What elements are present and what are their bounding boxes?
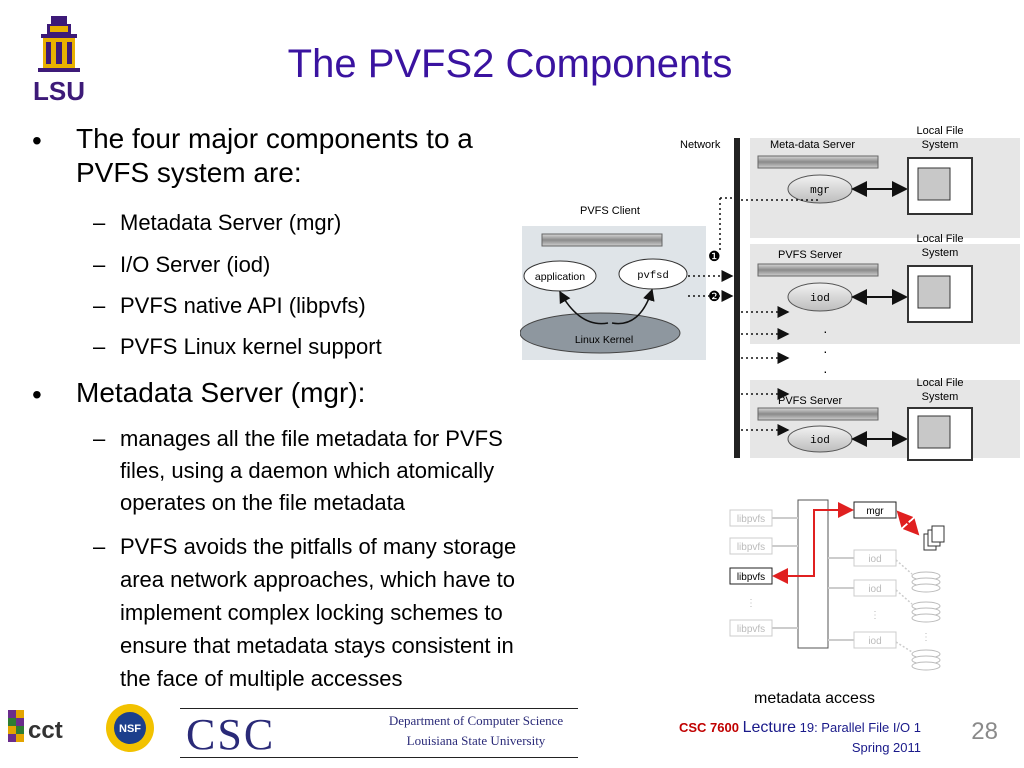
bullet-1-line-1: The four major components to a [76, 123, 473, 154]
bullet-2-line-1: Metadata Server (mgr): [76, 377, 366, 408]
sub-paragraph-2-line-3: implement complex locking schemes to [120, 600, 503, 625]
local-fs-label-line1: Local File [916, 233, 963, 245]
csc-banner: CSC Department of Computer Science Louis… [180, 708, 578, 759]
local-fs-label-line2: System [922, 247, 959, 259]
local-fs-label-line1: Local File [916, 125, 963, 137]
iod-label: iod [868, 554, 881, 565]
metadata-access-path [772, 502, 854, 584]
dash-glyph: – [93, 334, 106, 359]
iod-node-1-label: iod [810, 293, 830, 305]
linux-kernel-label: Linux Kernel [575, 334, 633, 346]
link [895, 559, 913, 575]
ellipsis-dot: ⋮ [921, 632, 931, 643]
pvfsd-kernel-arrow [611, 288, 655, 325]
iod-label: iod [868, 636, 881, 647]
sub-item-iod: I/O Server (iod) [120, 252, 271, 277]
ellipsis-dot: ⋮ [746, 598, 756, 609]
lsu-logo: LSU [33, 16, 85, 106]
server-rack-icon [757, 155, 879, 169]
app-kernel-arrow [559, 290, 609, 325]
dash-glyph: – [93, 426, 106, 451]
bullet-glyph: • [32, 379, 42, 410]
dept-line-2: Louisiana State University [406, 733, 546, 748]
ellipsis-dot: · [823, 363, 828, 379]
linux-kernel-node [520, 312, 681, 354]
server-rack-icon [541, 233, 663, 247]
pvfs-client-label: PVFS Client [580, 205, 640, 217]
document-icon [931, 525, 945, 543]
pvfsd-label: pvfsd [637, 270, 669, 282]
sub-paragraph-1-line-3: operates on the file metadata [120, 490, 405, 515]
cct-logo: cct [8, 710, 63, 744]
dash-glyph: – [93, 293, 106, 318]
sub-paragraph-1-line-2: files, using a daemon which atomically [120, 458, 495, 483]
lsu-logo-text: LSU [33, 76, 85, 106]
sub-paragraph-1-line-1: manages all the file metadata for PVFS [120, 426, 503, 451]
sub-paragraph-2-line-1: PVFS avoids the pitfalls of many storage [120, 534, 517, 559]
page-number: 28 [971, 718, 998, 745]
disk-stack-icon [911, 571, 941, 671]
libpvfs-label: libpvfs [737, 542, 765, 553]
libpvfs-label-active: libpvfs [737, 572, 765, 583]
disk-icon [917, 275, 951, 309]
server-rack-icon [757, 263, 879, 277]
course-term: Spring 2011 [851, 740, 921, 755]
libpvfs-label: libpvfs [737, 514, 765, 525]
mgr-label: mgr [866, 506, 884, 517]
bullet-glyph: • [32, 125, 42, 156]
course-code: CSC 7600 [679, 720, 739, 735]
pvfs-server-2-label: PVFS Server [778, 395, 843, 407]
sub-item-mgr: Metadata Server (mgr) [120, 210, 342, 235]
csc-logo-text: CSC [186, 710, 276, 759]
local-fs-label-line2: System [922, 391, 959, 403]
dash-glyph: – [93, 534, 106, 559]
disk-icon [917, 167, 951, 201]
application-label: application [535, 271, 585, 283]
sub-paragraph-2-line-4: ensure that metadata stays consistent in [120, 633, 514, 658]
mgr-storage-arrow [896, 510, 920, 536]
lecture-word: Lecture [742, 719, 796, 736]
lecture-title: 19: Parallel File I/O 1 [799, 720, 921, 735]
mgr-node-label: mgr [810, 185, 830, 197]
nsf-logo: NSF [106, 704, 154, 752]
sub-item-kernel: PVFS Linux kernel support [120, 334, 382, 359]
network-bus [734, 138, 740, 458]
nsf-logo-text: NSF [119, 723, 141, 735]
iod-node-2-label: iod [810, 435, 830, 447]
dash-glyph: – [93, 210, 106, 235]
local-fs-label-line1: Local File [916, 377, 963, 389]
bullet-1-line-2: PVFS system are: [76, 157, 302, 188]
sub-paragraph-2-line-5: the face of multiple accesses [120, 666, 403, 691]
dash-glyph: – [93, 252, 106, 277]
slide-title: The PVFS2 Components [287, 42, 733, 86]
link [895, 589, 913, 605]
ellipsis-dot: ⋮ [870, 610, 880, 621]
link [895, 641, 913, 653]
diagram-caption: metadata access [754, 690, 875, 707]
iod-label: iod [868, 584, 881, 595]
mgr-box [853, 501, 897, 519]
pvfs-architecture-diagram: Network Meta-data Server mgr Local File … [520, 125, 1020, 461]
disk-icon [917, 415, 951, 449]
network-label: Network [680, 139, 721, 151]
dept-line-1: Department of Computer Science [388, 713, 564, 728]
server-rack-icon [757, 407, 879, 421]
ellipsis-dot: · [823, 323, 828, 339]
sub-item-libpvfs: PVFS native API (libpvfs) [120, 293, 366, 318]
metadata-server-label: Meta-data Server [770, 139, 855, 151]
libpvfs-label: libpvfs [737, 624, 765, 635]
ellipsis-dot: · [823, 343, 828, 359]
sub-paragraph-2-line-2: area network approaches, which have to [120, 567, 516, 592]
metadata-access-diagram: libpvfs libpvfs libpvfs libpvfs ⋮ mgr io… [729, 499, 945, 671]
pvfs-server-1-label: PVFS Server [778, 249, 843, 261]
cct-logo-text: cct [28, 717, 63, 744]
local-fs-label-line2: System [922, 139, 959, 151]
course-footer: CSC 7600 Lecture 19: Parallel File I/O 1… [679, 718, 921, 758]
marker-1: ❶ [708, 248, 721, 264]
